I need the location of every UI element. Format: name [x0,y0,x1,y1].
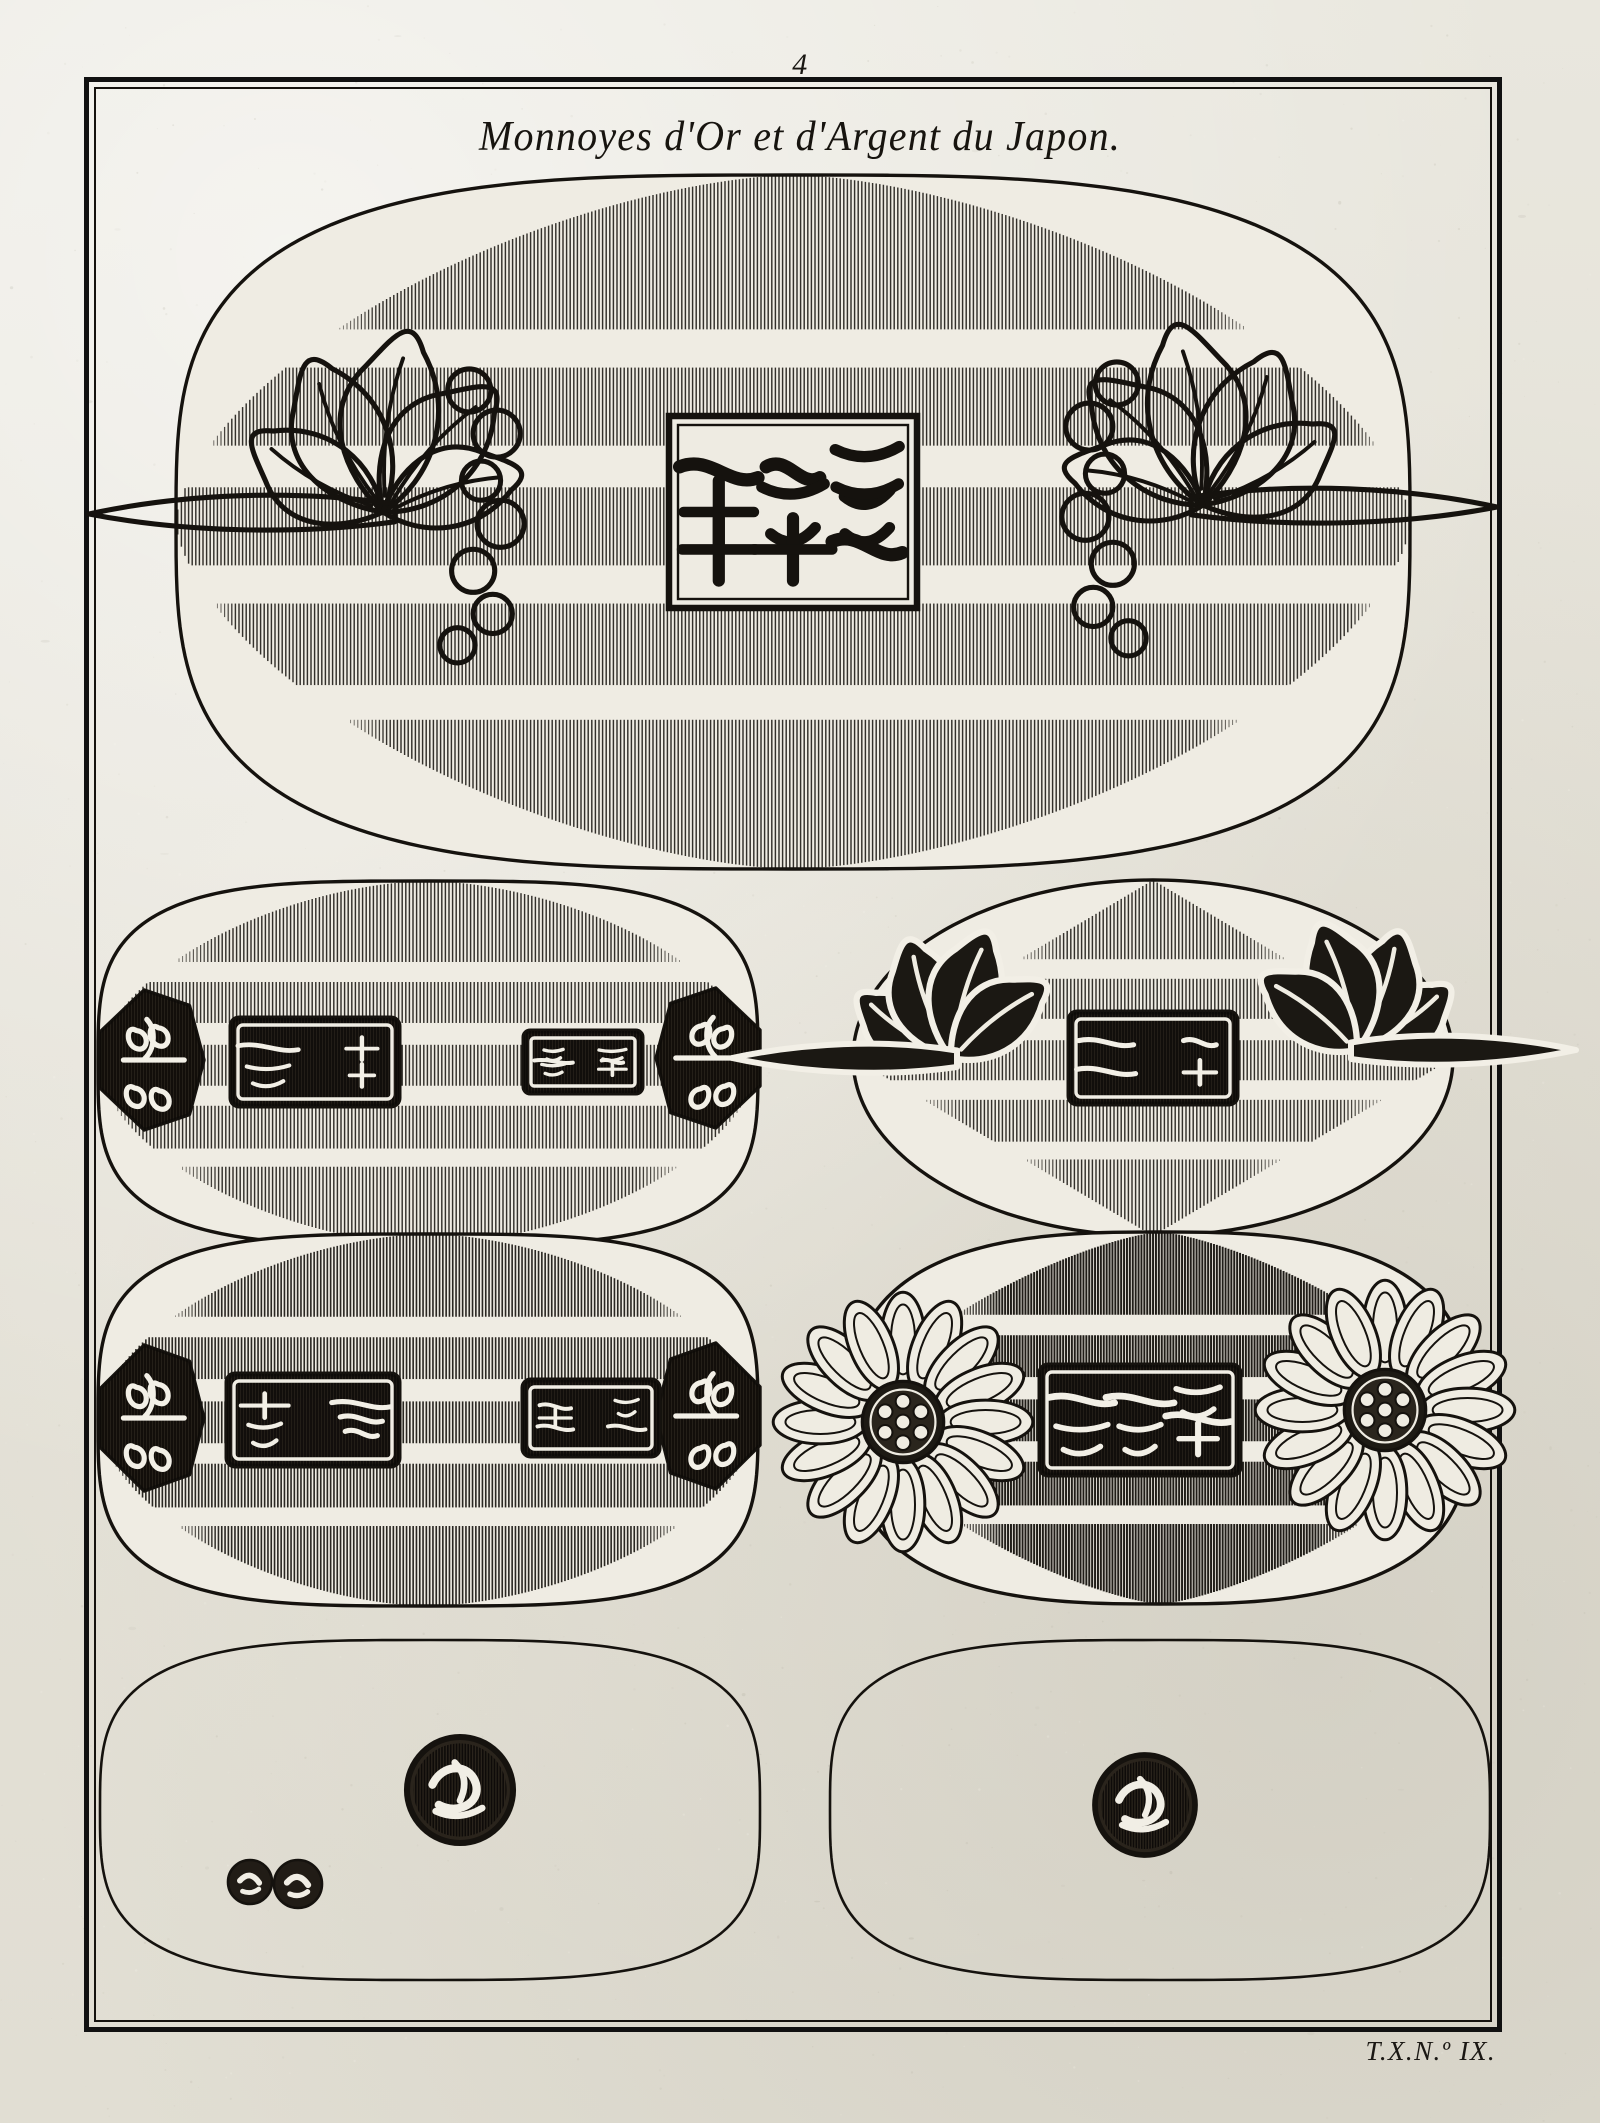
coin-ichibuban-left-upper [98,881,760,1245]
coin-ichibuban-left-lower [98,1234,760,1606]
coin-silver-blank-right [830,1640,1490,1980]
coin-kinkaban-right-lower [773,1232,1515,1604]
plate-reference: T.X.N.º IX. [1365,2036,1496,2067]
coin-ichibuban-right-upper [732,880,1576,1236]
coin-silver-blank-left [100,1640,760,1980]
coin-oban-large [89,175,1497,869]
